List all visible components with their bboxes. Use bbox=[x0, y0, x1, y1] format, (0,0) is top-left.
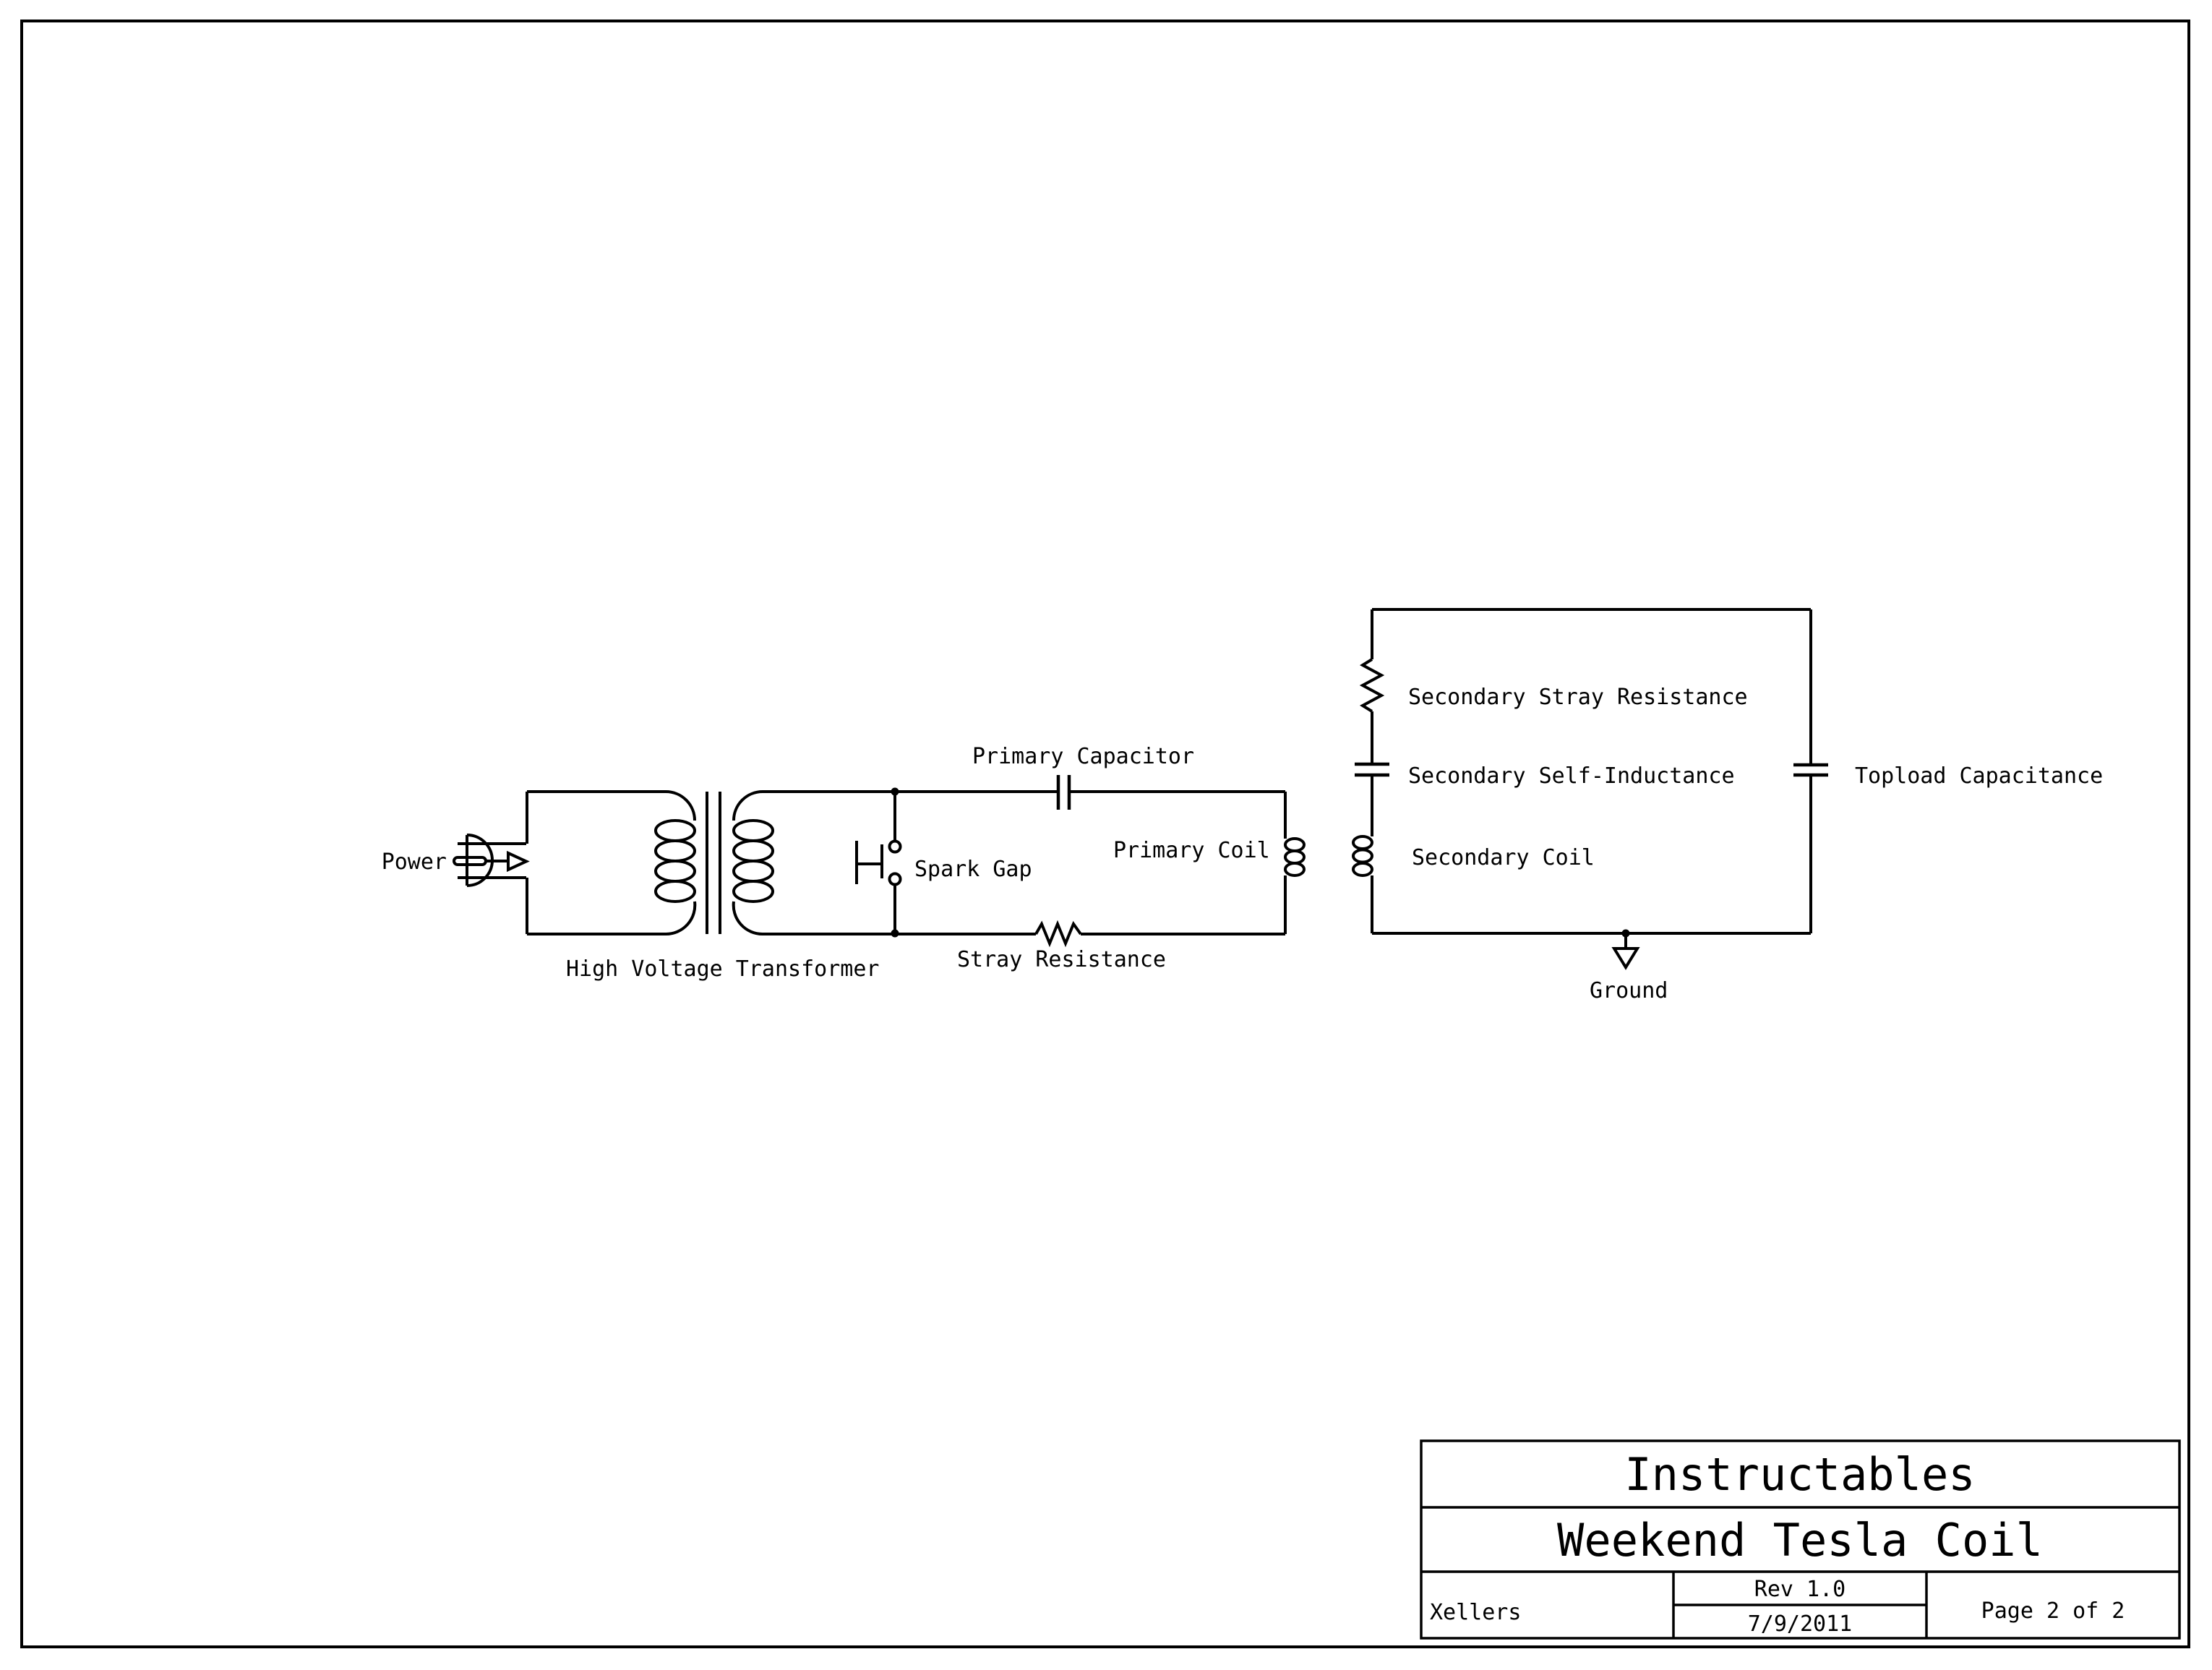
secondary-coil-label: Secondary Coil bbox=[1412, 845, 1595, 870]
primary-coil-symbol: Primary Coil bbox=[1113, 837, 1306, 877]
hv-primary-turn bbox=[654, 880, 696, 903]
primary-coil-turn bbox=[1284, 862, 1306, 877]
secondary-coil-turn bbox=[1352, 835, 1373, 850]
hv-secondary-turn bbox=[732, 819, 774, 842]
title-block-author: Xellers bbox=[1430, 1600, 1521, 1625]
secondary-circuit-wires bbox=[1371, 608, 1812, 935]
secondary-stray-resistance-zigzag bbox=[1359, 658, 1385, 713]
spark-gap-electrode-top bbox=[888, 839, 902, 854]
stray-resistance-symbol: Stray Resistance bbox=[957, 920, 1166, 972]
title-block-page-number: Page 2 of 2 bbox=[1981, 1598, 2125, 1624]
primary-coil-label: Primary Coil bbox=[1113, 838, 1270, 863]
hv-transformer-symbol: High Voltage Transformer bbox=[566, 790, 879, 982]
secondary-coil-turn bbox=[1352, 848, 1373, 864]
stray-resistance-zigzag bbox=[1034, 920, 1082, 948]
spark-gap-label: Spark Gap bbox=[914, 857, 1032, 882]
title-block-revision: Rev 1.0 bbox=[1754, 1577, 1846, 1602]
hv-primary-turn bbox=[654, 839, 696, 862]
title-block: Instructables Weekend Tesla Coil Xellers… bbox=[1420, 1439, 2181, 1640]
plug-pin bbox=[453, 856, 487, 866]
hv-secondary-turn bbox=[732, 860, 774, 883]
hv-primary-top-arc bbox=[665, 790, 696, 821]
secondary-self-inductance-symbol: Secondary Self-Inductance bbox=[1355, 762, 1735, 789]
plug-arrow-icon bbox=[507, 850, 530, 873]
primary-coil-turn bbox=[1284, 849, 1306, 865]
spark-gap-electrode-bottom bbox=[888, 872, 902, 886]
hv-secondary-turn bbox=[732, 880, 774, 903]
secondary-coil-turn bbox=[1352, 862, 1373, 877]
title-block-date: 7/9/2011 bbox=[1748, 1611, 1853, 1637]
power-source-symbol: Power bbox=[382, 834, 530, 887]
hv-transformer-label: High Voltage Transformer bbox=[566, 956, 879, 982]
primary-tank-wires bbox=[763, 790, 1287, 935]
title-block-brand: Instructables bbox=[1624, 1448, 1975, 1501]
hv-secondary-turn bbox=[732, 839, 774, 862]
primary-capacitor-symbol: Primary Capacitor bbox=[972, 744, 1194, 810]
secondary-stray-resistance-label: Secondary Stray Resistance bbox=[1408, 685, 1748, 710]
stray-resistance-label: Stray Resistance bbox=[957, 947, 1166, 972]
spark-gap-symbol: Spark Gap bbox=[855, 787, 1032, 938]
ground-symbol: Ground bbox=[1590, 929, 1668, 1003]
secondary-coil-symbol: Secondary Coil bbox=[1352, 835, 1595, 877]
topload-capacitance-symbol: Topload Capacitance bbox=[1793, 763, 2103, 789]
hv-secondary-bottom-arc bbox=[732, 901, 763, 936]
title-block-doc-title: Weekend Tesla Coil bbox=[1557, 1514, 2043, 1567]
title-block-frame bbox=[1420, 1439, 2181, 1640]
secondary-stray-resistance-symbol: Secondary Stray Resistance bbox=[1359, 658, 1748, 713]
ground-label: Ground bbox=[1590, 978, 1668, 1003]
page-border bbox=[20, 20, 2190, 1648]
ground-triangle-icon bbox=[1611, 947, 1640, 970]
hv-secondary-top-arc bbox=[732, 790, 763, 821]
primary-coil-turn bbox=[1284, 837, 1306, 852]
primary-capacitor-label: Primary Capacitor bbox=[972, 744, 1194, 769]
hv-primary-turn bbox=[654, 860, 696, 883]
hv-primary-bottom-arc bbox=[665, 901, 697, 936]
power-label: Power bbox=[382, 849, 447, 875]
secondary-self-inductance-label: Secondary Self-Inductance bbox=[1408, 763, 1735, 789]
topload-capacitance-label: Topload Capacitance bbox=[1855, 763, 2103, 789]
mains-loop-wires bbox=[526, 790, 666, 935]
hv-primary-turn bbox=[654, 819, 696, 842]
